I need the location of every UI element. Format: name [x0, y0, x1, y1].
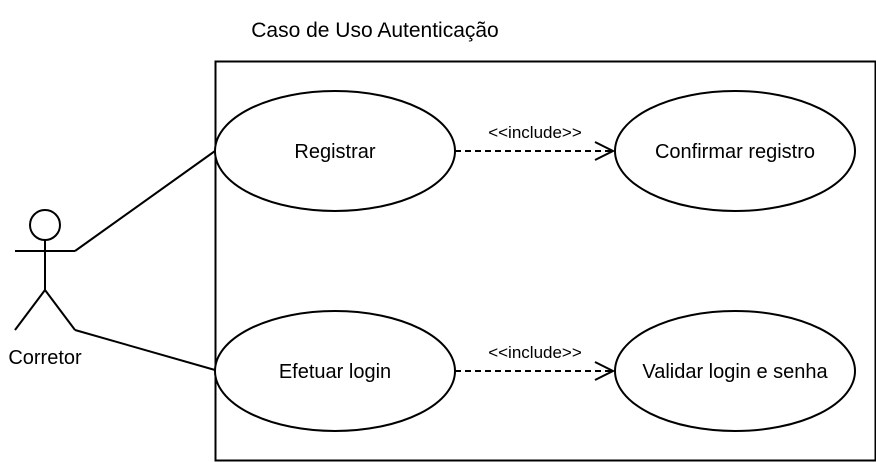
include-label-login: <<include>> [488, 343, 582, 362]
association-registrar [74, 150, 216, 252]
diagram-title: Caso de Uso Autenticação [251, 19, 499, 42]
use-case-registrar: Registrar [214, 90, 456, 212]
include-arrowhead-login [594, 361, 616, 381]
use-case-efetuar-login: Efetuar login [214, 310, 456, 432]
include-arrowhead-registrar [594, 141, 616, 161]
actor-head [29, 209, 61, 241]
use-case-registrar-ellipse [214, 90, 456, 212]
use-case-validar-login-label: Validar login e senha [642, 361, 828, 383]
use-case-confirmar-registro: Confirmar registro [614, 90, 856, 212]
actor-label: Corretor [8, 347, 82, 369]
actor-right-leg [44, 289, 76, 331]
use-case-registrar-label: Registrar [294, 141, 375, 163]
use-case-efetuar-login-ellipse [214, 310, 456, 432]
include-label-registrar: <<include>> [488, 123, 582, 142]
actor-left-leg [14, 289, 46, 331]
use-case-validar-login: Validar login e senha [614, 310, 856, 432]
use-case-confirmar-registro-label: Confirmar registro [655, 141, 815, 163]
actor-corretor [14, 209, 76, 331]
use-case-confirmar-registro-ellipse [614, 90, 856, 212]
use-case-validar-login-ellipse [614, 310, 856, 432]
association-login [74, 329, 216, 371]
use-case-efetuar-login-label: Efetuar login [279, 361, 391, 383]
